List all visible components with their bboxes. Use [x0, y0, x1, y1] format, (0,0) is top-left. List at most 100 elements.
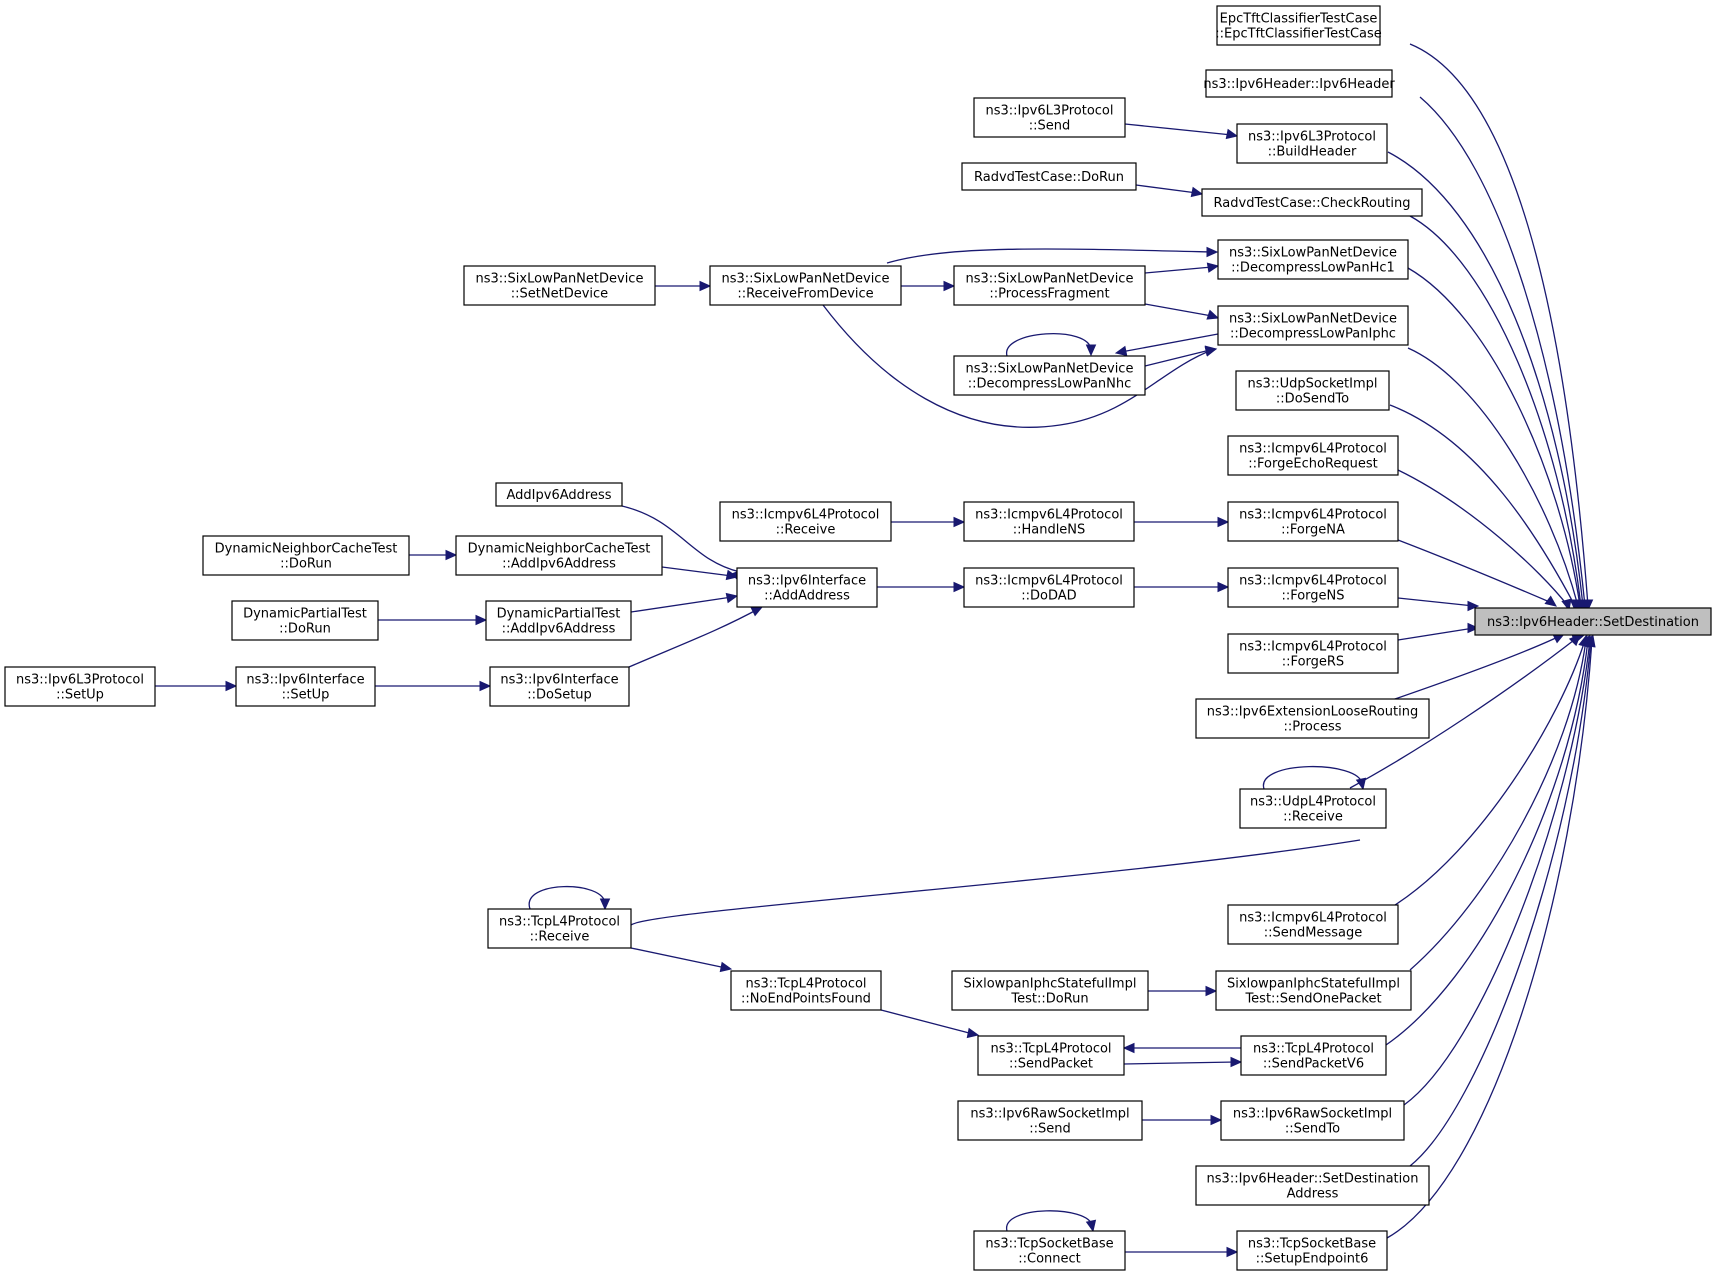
node-procfrag[interactable]: ns3::SixLowPanNetDevice::ProcessFragment — [953, 265, 1146, 306]
edge-line — [528, 885, 606, 910]
call-edge — [1123, 1056, 1243, 1068]
edge-line — [1385, 639, 1589, 1046]
arrow-head-icon — [1355, 777, 1367, 791]
node-recvfromdev[interactable]: ns3::SixLowPanNetDevice::ReceiveFromDevi… — [709, 265, 902, 306]
node-rawsendto[interactable]: ns3::Ipv6RawSocketImpl::SendTo — [1220, 1100, 1405, 1141]
node-box — [1205, 69, 1393, 98]
node-box — [730, 970, 882, 1011]
node-looseproc[interactable]: ns3::Ipv6ExtensionLooseRouting::Process — [1195, 698, 1430, 739]
node-label: ::ReceiveFromDevice — [737, 287, 873, 302]
node-udpsendto[interactable]: ns3::UdpSocketImpl::DoSendTo — [1235, 370, 1390, 411]
call-edge — [822, 304, 1218, 428]
node-label: ns3::UdpSocketImpl — [1248, 377, 1378, 392]
node-label: ::Connect — [1018, 1252, 1081, 1267]
node-forgena[interactable]: ns3::Icmpv6L4Protocol::ForgeNA — [1227, 501, 1399, 542]
node-ifsetup[interactable]: ns3::Ipv6Interface::SetUp — [235, 666, 376, 707]
node-dnctrun[interactable]: DynamicNeighborCacheTest::DoRun — [202, 535, 410, 576]
node-addv6addr[interactable]: AddIpv6Address — [495, 482, 623, 507]
arrow-head-icon — [1230, 1056, 1243, 1068]
arrow-head-icon — [225, 680, 238, 692]
call-edge — [1006, 1210, 1097, 1233]
node-icmprecv[interactable]: ns3::Icmpv6L4Protocol::Receive — [719, 501, 892, 542]
node-label: ns3::SixLowPanNetDevice — [1229, 312, 1397, 327]
node-box — [957, 1100, 1143, 1141]
node-rawsend[interactable]: ns3::Ipv6RawSocketImpl::Send — [957, 1100, 1143, 1141]
node-noendpoints[interactable]: ns3::TcpL4Protocol::NoEndPointsFound — [730, 970, 882, 1011]
call-edge — [655, 280, 712, 292]
arrow-head-icon — [1085, 344, 1097, 357]
call-edge — [1122, 1042, 1241, 1054]
node-box — [1201, 188, 1423, 217]
node-box — [4, 666, 156, 707]
node-label: DynamicNeighborCacheTest — [468, 542, 651, 557]
node-epc[interactable]: EpcTftClassifierTestCase::EpcTftClassifi… — [1215, 5, 1382, 46]
node-label: DynamicPartialTest — [497, 607, 621, 622]
node-nhc[interactable]: ns3::SixLowPanNetDevice::DecompressLowPa… — [953, 355, 1146, 396]
node-icmpsendmsg[interactable]: ns3::Icmpv6L4Protocol::SendMessage — [1227, 904, 1399, 945]
call-edge — [886, 246, 1219, 264]
node-label: ns3::Icmpv6L4Protocol — [975, 508, 1123, 523]
node-ifaceadd[interactable]: ns3::Ipv6Interface::AddAddress — [736, 567, 878, 608]
node-tcpsendpkt[interactable]: ns3::TcpL4Protocol::SendPacket — [977, 1035, 1125, 1076]
node-handlens[interactable]: ns3::Icmpv6L4Protocol::HandleNS — [963, 501, 1135, 542]
node-label: DynamicPartialTest — [243, 607, 367, 622]
node-ipv6hdr[interactable]: ns3::Ipv6Header::Ipv6Header — [1203, 69, 1395, 98]
node-box — [1215, 970, 1412, 1011]
edge-line — [1006, 1210, 1093, 1232]
edge-line — [1349, 636, 1579, 789]
edge-line — [1403, 639, 1591, 1106]
arrow-head-icon — [1114, 345, 1128, 357]
node-ifdosetup[interactable]: ns3::Ipv6Interface::DoSetup — [489, 666, 630, 707]
node-radvdrun[interactable]: RadvdTestCase::DoRun — [961, 162, 1137, 191]
call-edge — [1397, 469, 1572, 612]
node-label: ns3::TcpSocketBase — [985, 1237, 1113, 1252]
node-forgens[interactable]: ns3::Icmpv6L4Protocol::ForgeNS — [1227, 567, 1399, 608]
arrow-head-icon — [479, 680, 492, 692]
node-box — [1227, 501, 1399, 542]
node-label: ns3::Ipv6L3Protocol — [16, 673, 144, 688]
node-dptadd[interactable]: DynamicPartialTest::AddIpv6Address — [485, 600, 632, 641]
node-label: ns3::TcpL4Protocol — [499, 915, 620, 930]
node-iphc[interactable]: ns3::SixLowPanNetDevice::DecompressLowPa… — [1217, 305, 1409, 346]
call-edge — [628, 606, 764, 668]
node-forgeecho[interactable]: ns3::Icmpv6L4Protocol::ForgeEchoRequest — [1227, 435, 1399, 476]
node-l3send[interactable]: ns3::Ipv6L3Protocol::Send — [973, 97, 1126, 138]
node-box — [1220, 1100, 1405, 1141]
node-sixsend[interactable]: SixlowpanIphcStatefulImplTest::SendOnePa… — [1215, 970, 1412, 1011]
node-box — [719, 501, 892, 542]
node-dnctadd[interactable]: DynamicNeighborCacheTest::AddIpv6Address — [455, 535, 663, 576]
node-box — [961, 162, 1137, 191]
node-tcpsendv6[interactable]: ns3::TcpL4Protocol::SendPacketV6 — [1240, 1035, 1387, 1076]
node-hc1[interactable]: ns3::SixLowPanNetDevice::DecompressLowPa… — [1217, 239, 1409, 280]
node-box — [1240, 1035, 1387, 1076]
node-udprecv[interactable]: ns3::UdpL4Protocol::Receive — [1239, 788, 1387, 829]
node-label: RadvdTestCase::CheckRouting — [1214, 196, 1411, 211]
call-edge — [155, 680, 238, 692]
node-setupep6[interactable]: ns3::TcpSocketBase::SetupEndpoint6 — [1236, 1230, 1388, 1271]
node-box — [1195, 698, 1430, 739]
node-label: ns3::TcpL4Protocol — [1253, 1042, 1374, 1057]
node-l3setup[interactable]: ns3::Ipv6L3Protocol::SetUp — [4, 666, 156, 707]
node-setnetdev[interactable]: ns3::SixLowPanNetDevice::SetNetDevice — [463, 265, 656, 306]
node-label: DynamicNeighborCacheTest — [215, 542, 398, 557]
node-label: ::DoRun — [280, 557, 332, 572]
node-label: ns3::SixLowPanNetDevice — [966, 362, 1134, 377]
node-checkrt[interactable]: RadvdTestCase::CheckRouting — [1201, 188, 1423, 217]
node-label: ::ForgeNA — [1281, 523, 1345, 538]
edge-line — [630, 947, 727, 969]
node-dodad[interactable]: ns3::Icmpv6L4Protocol::DoDAD — [963, 567, 1135, 608]
edge-line — [1397, 469, 1569, 607]
node-forgers[interactable]: ns3::Icmpv6L4Protocol::ForgeRS — [1227, 633, 1399, 674]
node-label: ns3::Icmpv6L4Protocol — [732, 508, 880, 523]
node-label: ::Send — [1029, 1122, 1071, 1137]
node-buildhdr[interactable]: ns3::Ipv6L3Protocol::BuildHeader — [1236, 123, 1388, 164]
node-box — [235, 666, 376, 707]
node-tcprecv[interactable]: ns3::TcpL4Protocol::Receive — [487, 908, 632, 949]
node-label: ns3::Ipv6Header::SetDestination — [1207, 1172, 1419, 1187]
node-dptrun[interactable]: DynamicPartialTest::DoRun — [231, 600, 379, 641]
node-setdest[interactable]: ns3::Ipv6Header::SetDestination — [1474, 607, 1712, 636]
node-label: ns3::SixLowPanNetDevice — [476, 272, 644, 287]
node-tcpconnect[interactable]: ns3::TcpSocketBase::Connect — [973, 1230, 1126, 1271]
